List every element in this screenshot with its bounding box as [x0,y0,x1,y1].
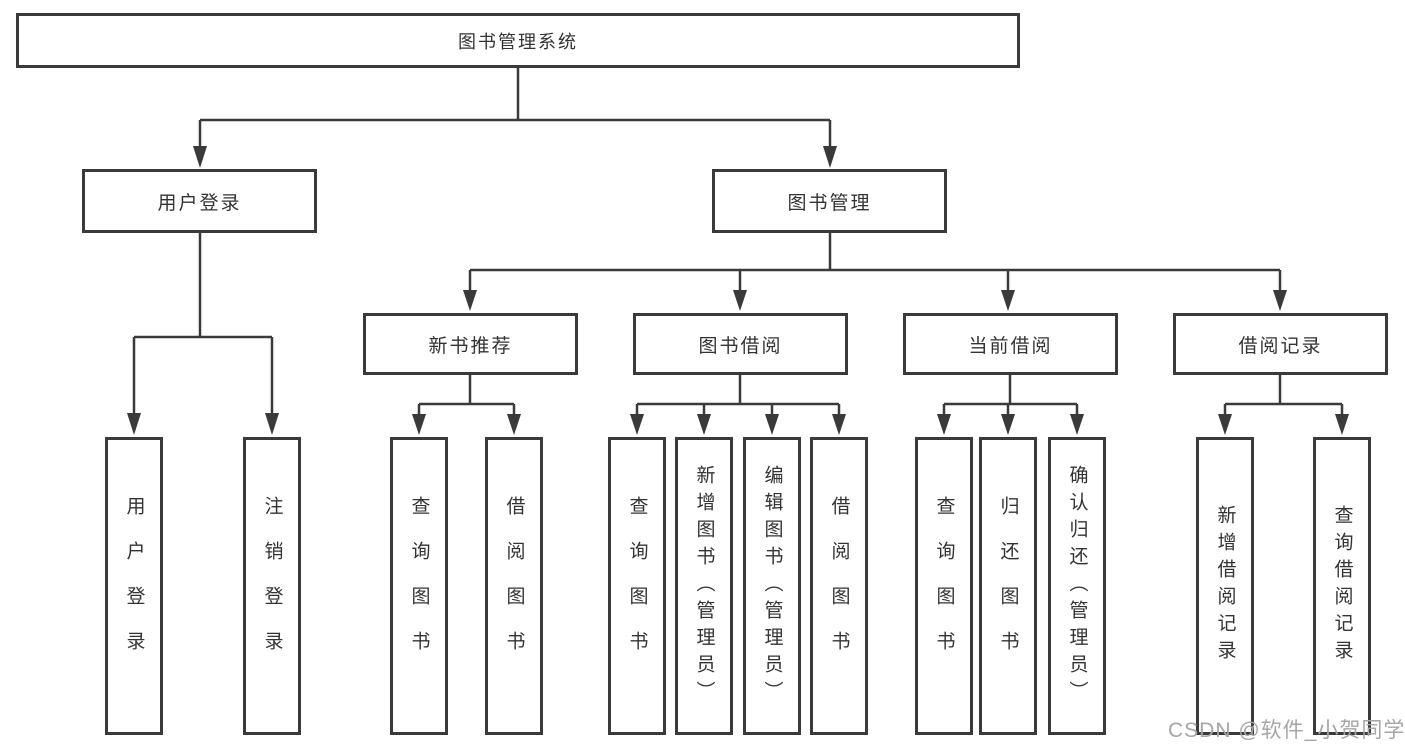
node-book-management-branch-label: 图书管理 [787,192,872,214]
leaf-current-return-book: 归还图书 [979,437,1037,735]
leaf-borrow-add-book-admin-label: 新增图书（管理员） [693,464,715,708]
leaf-current-return-book-label: 归还图书 [997,496,1019,676]
node-user-login-branch: 用户登录 [82,169,317,233]
leaf-recommend-borrow-book: 借阅图书 [485,437,543,735]
leaf-borrow-query-book: 查询图书 [608,437,666,735]
node-user-login-branch-label: 用户登录 [157,192,242,214]
node-new-book-recommend-label: 新书推荐 [428,335,513,357]
node-current-borrow: 当前借阅 [903,313,1118,375]
node-new-book-recommend: 新书推荐 [363,313,578,375]
leaf-user-login-label: 用户登录 [123,496,145,676]
node-borrow-record-label: 借阅记录 [1238,335,1323,357]
leaf-logout: 注销登录 [243,437,301,735]
leaf-recommend-borrow-book-label: 借阅图书 [503,496,525,676]
leaf-current-query-book: 查询图书 [915,437,973,735]
leaf-current-confirm-return-admin-label: 确认归还（管理员） [1066,464,1088,708]
leaf-current-confirm-return-admin: 确认归还（管理员） [1048,437,1106,735]
leaf-record-query: 查询借阅记录 [1313,437,1371,735]
node-root-label: 图书管理系统 [458,31,578,52]
node-borrow-record: 借阅记录 [1173,313,1388,375]
leaf-current-query-book-label: 查询图书 [933,496,955,676]
leaf-recommend-query-book-label: 查询图书 [408,496,430,676]
node-book-management-branch: 图书管理 [712,169,947,233]
leaf-borrow-borrow-book: 借阅图书 [810,437,868,735]
node-current-borrow-label: 当前借阅 [968,335,1053,357]
leaf-borrow-query-book-label: 查询图书 [626,496,648,676]
leaf-borrow-edit-book-admin: 编辑图书（管理员） [743,437,801,735]
node-book-borrow: 图书借阅 [633,313,848,375]
leaf-borrow-borrow-book-label: 借阅图书 [828,496,850,676]
node-root: 图书管理系统 [16,13,1020,68]
leaf-record-add: 新增借阅记录 [1196,437,1254,735]
leaf-recommend-query-book: 查询图书 [390,437,448,735]
node-book-borrow-label: 图书借阅 [698,335,783,357]
leaf-borrow-add-book-admin: 新增图书（管理员） [675,437,733,735]
leaf-user-login: 用户登录 [105,437,163,735]
leaf-borrow-edit-book-admin-label: 编辑图书（管理员） [761,464,783,708]
leaf-record-add-label: 新增借阅记录 [1214,505,1236,667]
leaf-logout-label: 注销登录 [261,496,283,676]
leaf-record-query-label: 查询借阅记录 [1331,505,1353,667]
watermark: CSDN @软件_小贺同学 [1168,719,1405,742]
